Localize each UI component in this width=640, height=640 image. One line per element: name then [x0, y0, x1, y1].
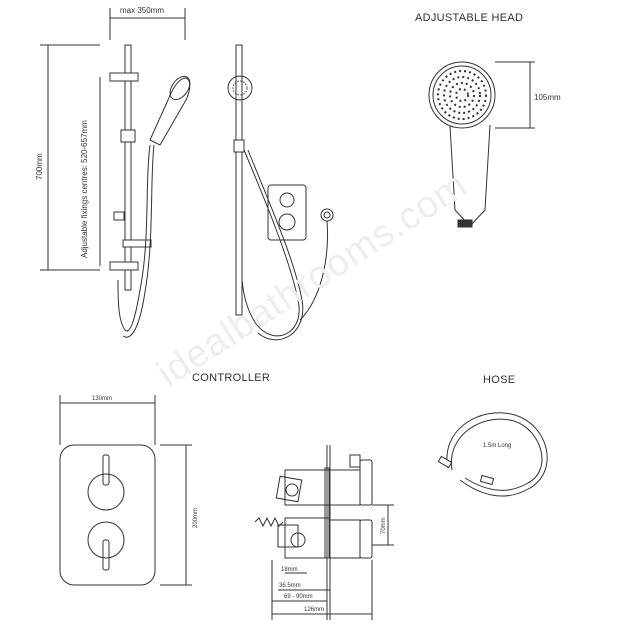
max-width-label: max 350mm [120, 6, 165, 15]
hose-length-label: 1.5m Long [483, 443, 512, 449]
depth-70-label: 70mm [381, 517, 387, 534]
depth-69-90-label: 69 - 90mm [284, 594, 313, 600]
controller-height-label: 200mm [193, 507, 199, 528]
hose-view [437, 412, 548, 497]
controller-width-label: 130mm [92, 396, 113, 402]
head-dimension-label: 105mm [534, 93, 561, 102]
controller-front-view [59, 444, 156, 586]
adjustable-head-heading: ADJUSTABLE HEAD [415, 12, 524, 24]
hose-heading: HOSE [483, 374, 516, 386]
fixing-centres-label: Adjustable fixings centres: 520-657mm [80, 120, 89, 258]
adjustable-head-view [428, 61, 496, 228]
controller-section-view [254, 445, 373, 620]
depth-36-label: 36.5mm [279, 583, 301, 589]
depth-126-label: 126mm [304, 607, 325, 613]
depth-18-label: 18mm [281, 567, 298, 573]
controller-heading: CONTROLLER [192, 372, 271, 384]
riser-rail-front-view [109, 44, 191, 338]
riser-rail-side-view [227, 44, 334, 341]
height-700-label: 700mm [35, 153, 44, 180]
